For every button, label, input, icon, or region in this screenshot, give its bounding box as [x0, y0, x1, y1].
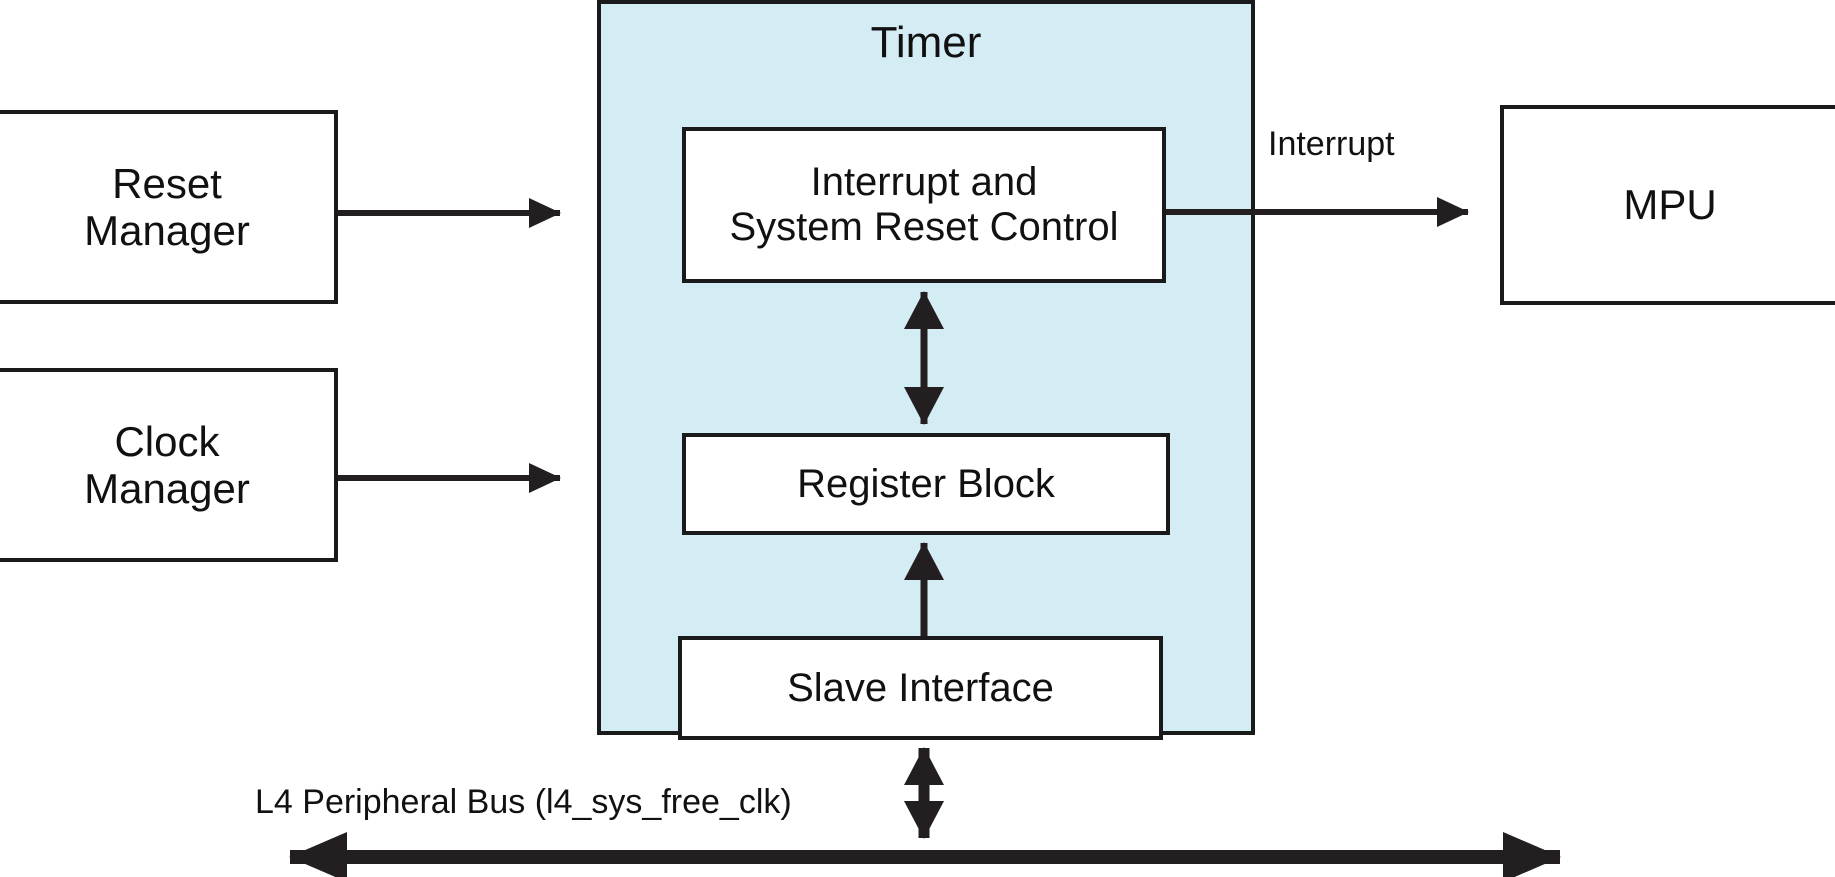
block-clock-manager: Clock Manager	[0, 368, 338, 562]
block-slave-interface: Slave Interface	[678, 636, 1163, 740]
block-reset-manager: Reset Manager	[0, 110, 338, 304]
timer-title: Timer	[870, 18, 982, 67]
block-mpu: MPU	[1500, 105, 1835, 305]
timer-container	[597, 0, 1255, 735]
interrupt-label: Interrupt	[1268, 125, 1395, 163]
block-interrupt-system-reset-control: Interrupt and System Reset Control	[682, 127, 1166, 283]
l4-bus-label: L4 Peripheral Bus (l4_sys_free_clk)	[255, 783, 792, 821]
block-register-block: Register Block	[682, 433, 1170, 535]
